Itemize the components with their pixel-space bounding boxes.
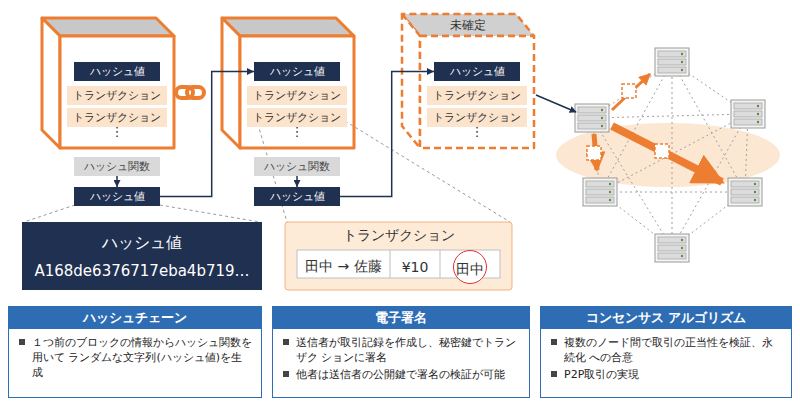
block-cube [222,18,354,148]
panel-body: １つ前のブロックの情報からハッシュ関数を用いて ランダムな文字列(ハッシュ値)を… [9,329,261,386]
node-text: トランザクション [343,227,455,245]
bullet-item: 複数のノード間で取引の正当性を検証、永続化 への合意 [551,335,783,365]
hash-function-box: ハッシュ関数 [74,157,160,176]
transaction-box: トランザクション [427,86,527,105]
panel-heading: コンセンサス アルゴリズム [541,307,791,329]
bullet-item: 他者は送信者の公開鍵で署名の検証が可能 [283,367,521,382]
label-text: 未確定 [450,18,486,32]
hash-link-arrow [160,72,254,197]
bullet-item: １つ前のブロックの情報からハッシュ関数を用いて ランダムな文字列(ハッシュ値)を… [19,335,253,380]
bullet-text: 送信者が取引記録を作成し、秘密鍵でトランザク ションに署名 [296,335,521,365]
feature-panel: ハッシュチェーン １つ前のブロックの情報からハッシュ関数を用いて ランダムな文字列… [8,306,262,398]
seal-stamp: 田中 [453,250,487,284]
bullet-square [283,339,289,345]
hash-box: ハッシュ値 [74,62,160,81]
node-text: ¥10 [402,259,429,275]
hash-link-arrow [296,176,298,187]
panel-title: ハッシュチェーン [83,310,187,325]
node-text: ハッシュ関数 [84,159,150,174]
label-text: ⋮ [111,124,124,139]
propagation-arrow [594,74,722,182]
hash-link-arrow [116,176,118,187]
panel-body: 送信者が取引記録を作成し、秘密鍵でトランザク ションに署名他者は送信者の公開鍵で… [273,329,529,388]
transaction-box: トランザクション [247,86,347,105]
continuation-dots: ⋮ [111,124,124,139]
node-text: トランザクション [433,88,521,103]
feature-panel: コンセンサス アルゴリズム複数のノード間で取引の正当性を検証、永続化 への合意 P… [540,306,792,398]
bullet-item: P2P取引の実現 [551,367,783,382]
hash-box: ハッシュ値 [254,187,340,206]
node-text: 田中 → 佐藤 [305,258,382,276]
panel-heading: 電子署名 [273,307,529,329]
node-text: ハッシュ値 [90,64,145,79]
node-text: トランザクション [253,88,341,103]
node-text: トランザクション [73,110,161,125]
leader-line [24,118,510,222]
propagating-block [587,84,669,160]
node-text: ハッシュ値 [270,189,325,204]
bullet-square [19,339,25,345]
chain-link [176,87,204,98]
server-icon [575,48,765,262]
panel-title: コンセンサス アルゴリズム [586,310,747,325]
label-text: ⋮ [291,124,304,139]
bullet-text: 複数のノード間で取引の正当性を検証、永続化 への合意 [564,335,783,365]
node-text: トランザクション [73,88,161,103]
node-text: トランザクション [433,110,521,125]
hash-box: ハッシュ値 [74,187,160,206]
bullet-item: 送信者が取引記録を作成し、秘密鍵でトランザク ションに署名 [283,335,521,365]
bullet-text: １つ前のブロックの情報からハッシュ関数を用いて ランダムな文字列(ハッシュ値)を… [32,335,253,380]
panel-title: 電子署名 [375,310,427,325]
bullet-square [283,371,289,377]
transaction-callout-ground [285,222,512,290]
node-text: ハッシュ値 [90,189,145,204]
label-text: ⋮ [471,124,484,139]
node-text: A168de6376717eba4b719… [34,262,249,280]
node-text: ハッシュ値 [102,233,182,254]
pending-block-cube [402,14,534,148]
hash-callout: ハッシュ値 A168de6376717eba4b719… [22,222,262,290]
bullet-square [551,371,557,377]
continuation-dots: ⋮ [291,124,304,139]
panel-body: 複数のノード間で取引の正当性を検証、永続化 への合意 P2P取引の実現 [541,329,791,388]
hash-box: ハッシュ値 [434,62,520,81]
bullet-square [551,339,557,345]
panel-heading: ハッシュチェーン [9,307,261,329]
transaction-cell: 田中 → 佐藤 [297,250,390,278]
hash-link-arrow [340,72,434,197]
node-text: 田中 [456,261,484,279]
bullet-text: 他者は送信者の公開鍵で署名の検証が可能 [296,367,505,382]
transaction-cell: ¥10 [390,250,440,278]
continuation-dots: ⋮ [471,124,484,139]
hash-box: ハッシュ値 [254,62,340,81]
broadcast-arrow [536,95,576,112]
node-text: ハッシュ値 [450,64,505,79]
transaction-box: トランザクション [67,86,167,105]
block-cube [42,18,174,148]
status-label: 未確定 [450,17,486,34]
network-link [592,62,748,248]
node-text: トランザクション [253,110,341,125]
hash-function-box: ハッシュ関数 [254,157,340,176]
feature-panel: 電子署名送信者が取引記録を作成し、秘密鍵でトランザク ションに署名他者は送信者の… [272,306,530,398]
transaction-callout: トランザクション田中 → 佐藤 ¥10 田中 [285,222,512,296]
node-text: ハッシュ関数 [264,159,330,174]
node-text: ハッシュ値 [270,64,325,79]
bullet-text: P2P取引の実現 [564,367,639,382]
